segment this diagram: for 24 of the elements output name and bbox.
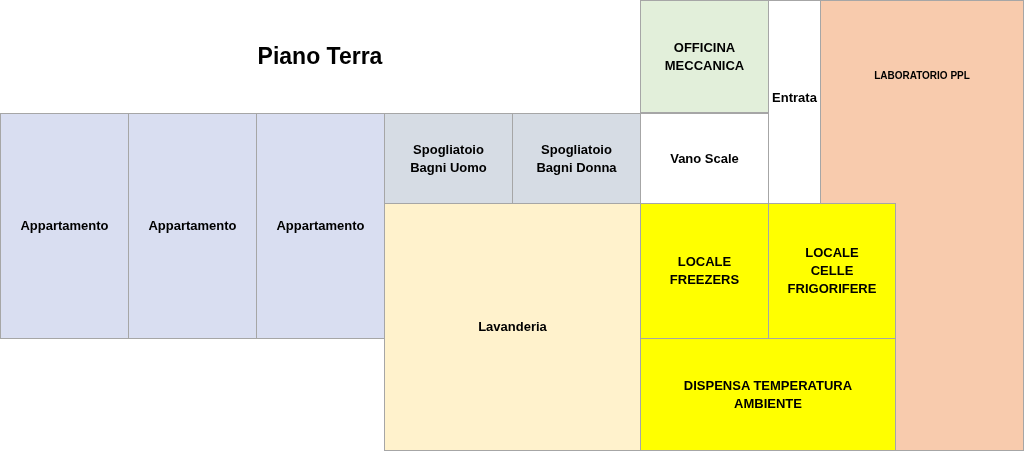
pantry-room	[640, 338, 896, 451]
room-label: Entrata	[772, 89, 817, 107]
room-label: Spogliatoio Bagni Uomo	[409, 140, 488, 177]
room-label: Spogliatoio Bagni Donna	[535, 140, 618, 177]
room-label: Vano Scale	[670, 149, 739, 168]
room-label: Appartamento	[148, 217, 237, 235]
apartment-room	[128, 113, 257, 339]
cold-storage-room	[768, 203, 896, 339]
room-label: LABORATORIO PPL	[874, 68, 970, 83]
room-label: LOCALE CELLE FRIGORIFERE	[787, 244, 877, 298]
apartment-room	[0, 113, 129, 339]
freezer-room	[640, 203, 769, 339]
room-label: DISPENSA TEMPERATURA AMBIENTE	[682, 376, 854, 413]
laundry-room	[384, 203, 641, 451]
room-label: Appartamento	[276, 217, 365, 235]
room-label: Appartamento	[20, 217, 109, 235]
room-label: LOCALE FREEZERS	[668, 253, 741, 289]
locker-room	[384, 113, 513, 204]
room-label: OFFICINA MECCANICA	[663, 38, 746, 75]
floor-title: Piano Terra	[257, 43, 383, 70]
workshop-room	[640, 0, 769, 113]
apartment-room	[256, 113, 385, 339]
room-label: Lavanderia	[478, 318, 547, 336]
locker-room	[512, 113, 641, 204]
